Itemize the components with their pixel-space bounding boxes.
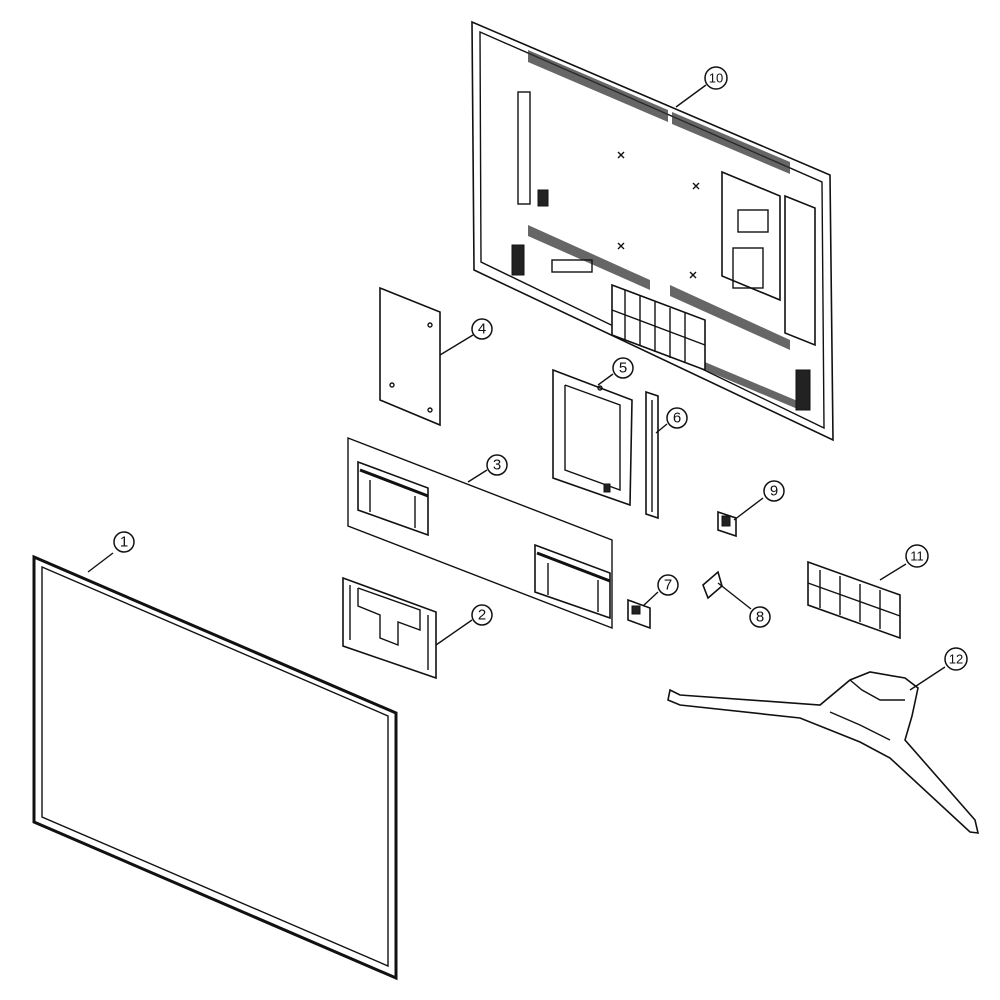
part-wall-bracket-2 [342,576,437,680]
part-main-board-5 [552,368,633,507]
callout-label: 8 [756,609,764,626]
part-strip-6 [645,390,659,520]
callout-label: 11 [910,549,924,564]
part-9 [717,510,737,538]
callout-label: 9 [770,483,778,500]
part-7 [627,598,651,630]
callout-8: 8 [749,606,771,628]
callout-label: 6 [673,410,681,427]
callout-label: 1 [120,534,128,551]
leader-lines [87,84,946,691]
callout-7: 7 [657,574,679,596]
callout-label: 10 [709,71,723,86]
callout-label: 4 [478,321,486,338]
callout-label: 2 [478,607,486,624]
callout-12: 12 [944,647,968,671]
callout-label: 3 [493,457,501,474]
callout-4: 4 [471,318,493,340]
callout-2: 2 [471,604,493,626]
part-stand-base-12 [667,671,980,834]
callout-label: 7 [664,577,672,594]
callout-11: 11 [905,544,929,568]
callout-label: 5 [619,360,627,377]
part-board-4 [379,286,441,427]
callout-9: 9 [763,480,785,502]
part-bracket-set-3 [347,436,613,630]
part-8 [702,570,723,600]
part-stand-cover-11 [807,560,901,640]
callout-1: 1 [113,531,135,553]
part-front-panel [32,554,398,981]
callout-5: 5 [612,357,634,379]
callout-3: 3 [486,454,508,476]
callout-6: 6 [666,407,688,429]
callout-10: 10 [704,66,728,90]
part-rear-cover [471,20,834,442]
callout-label: 12 [949,652,963,667]
